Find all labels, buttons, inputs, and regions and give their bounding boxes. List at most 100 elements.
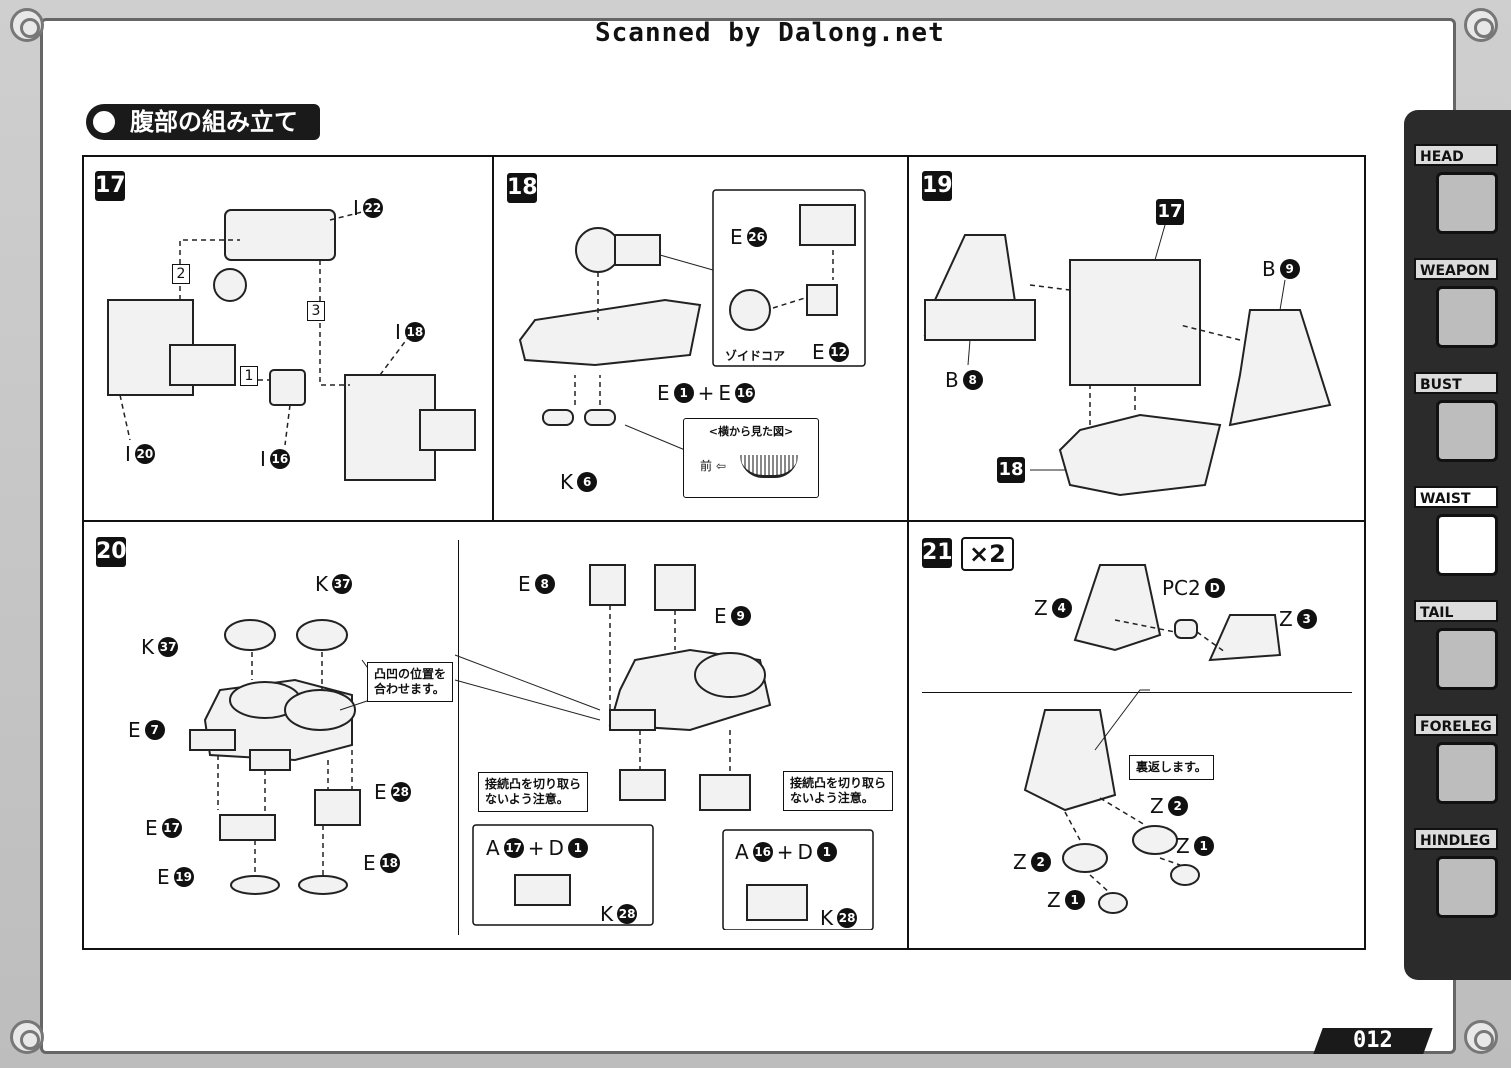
part-number: 2 [1030,852,1051,872]
runner-letter: E [128,718,141,742]
tab-foreleg[interactable]: FORELEG [1414,714,1502,814]
sub-step-number: 3 [307,301,325,321]
plus-sign: + [697,381,715,405]
ref-step-18: 18 [997,457,1025,483]
part-number: 6 [577,472,598,492]
runner-letter: Z [1047,888,1061,912]
tab-head[interactable]: HEAD [1414,144,1502,244]
sub-step-number: 1 [240,366,258,386]
part-number: 1 [673,383,694,403]
runner-letter: E [518,572,531,596]
tab-waist[interactable]: WAIST [1414,486,1502,586]
runner-letter: Z [1279,607,1293,631]
part-number: 8 [962,370,983,390]
side-view-part-icon [740,455,798,478]
runner-letter: Z [1013,850,1027,874]
part-number: 17 [161,818,182,838]
part-number: 3 [1296,609,1317,629]
runner-letter: K [141,635,155,659]
step17-diagram [107,209,476,481]
part-number: 16 [735,383,756,403]
runner-letter: B [945,368,959,392]
runner-letter: E [718,381,732,405]
tab-label: HEAD [1414,144,1498,166]
part-number: 26 [746,227,767,247]
side-view-title: <横から見た図> [708,425,794,438]
runner-letter: Z [1176,834,1190,858]
part-number: 28 [617,904,638,924]
runner-letter: E [657,381,670,405]
part-number: 1 [1064,890,1085,910]
tab-label: WAIST [1414,486,1498,508]
part-number: 28 [390,782,411,802]
grid-divider [82,520,1366,522]
step-number: 17 [95,171,126,201]
runner-letter: A [735,840,749,864]
plus-sign: + [527,836,545,860]
front-text: 前 [700,459,713,473]
step-number: 20 [96,537,127,567]
corner-ornament-icon [1464,1020,1498,1054]
step-number: 18 [507,173,538,203]
part-number: 12 [828,342,849,362]
corner-ornament-icon [1464,8,1498,42]
tab-bust[interactable]: BUST [1414,372,1502,472]
part-number: 17 [503,838,524,858]
runner-letter: I [125,442,131,466]
flip-note: 裏返します。 [1129,755,1214,780]
tail-icon [1436,628,1498,690]
ref-step-17: 17 [1156,199,1184,225]
part-number: 4 [1051,598,1072,618]
part-number: 22 [362,198,383,218]
tab-label: FORELEG [1414,714,1498,736]
side-view-inset: <横から見た図> 前 ⇦ [683,418,819,498]
runner-letter: D [548,836,564,860]
hindleg-icon [1436,856,1498,918]
runner-letter: E [157,865,170,889]
runner-letter: E [714,604,727,628]
runner-letter: Z [1150,794,1164,818]
page-number-text: 012 [1353,1028,1393,1053]
tab-hindleg[interactable]: HINDLEG [1414,828,1502,928]
part-number: 18 [379,853,400,873]
multiplier-badge: ×2 [961,537,1014,571]
runner-letter: K [560,470,574,494]
runner-letter: K [600,902,614,926]
runner-letter: E [145,816,158,840]
tab-tail[interactable]: TAIL [1414,600,1502,700]
part-number: 1 [567,838,588,858]
step20-diagram [189,564,874,930]
section-title: 腹部の組み立て [86,104,320,140]
runner-letter: K [315,572,329,596]
step20-divider [458,540,459,935]
part-number: 16 [269,449,290,469]
page-number: 012 [1313,1028,1433,1054]
tab-label: WEAPON [1414,258,1498,280]
step19-diagram [923,224,1332,497]
tab-weapon[interactable]: WEAPON [1414,258,1502,358]
plus-sign: + [776,840,794,864]
corner-ornament-icon [10,8,44,42]
front-label: 前 ⇦ [700,459,726,473]
runner-letter: B [1262,257,1276,281]
step21-diagram [1023,564,1282,914]
part-number: 19 [173,867,194,887]
part-number: 37 [158,637,179,657]
